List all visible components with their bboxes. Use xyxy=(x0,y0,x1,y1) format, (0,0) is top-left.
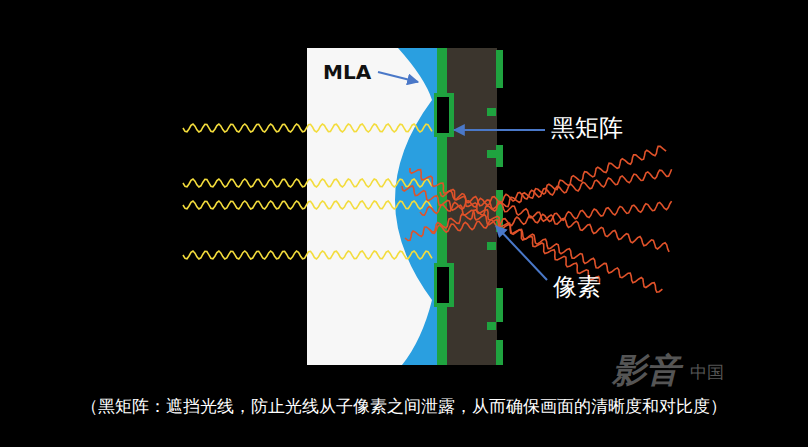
part-label: MLA xyxy=(323,60,371,84)
light-wave xyxy=(183,124,432,132)
part-label: 像素 xyxy=(553,273,601,302)
light-wave xyxy=(440,191,669,252)
light-waves xyxy=(183,124,672,292)
black-matrix xyxy=(434,93,454,307)
light-wave xyxy=(183,201,432,209)
caption: （黑矩阵：遮挡光线，防止光线从子像素之间泄露，从而确保画面的清晰度和对比度） xyxy=(81,396,727,416)
light-wave xyxy=(183,179,432,187)
watermark: 影音 xyxy=(612,350,680,391)
leader-lines xyxy=(378,72,547,280)
light-wave xyxy=(430,201,672,233)
part-label: 黑矩阵 xyxy=(551,114,623,143)
light-wave xyxy=(183,251,432,259)
light-wave xyxy=(420,169,672,215)
watermark: 中国 xyxy=(690,362,724,382)
